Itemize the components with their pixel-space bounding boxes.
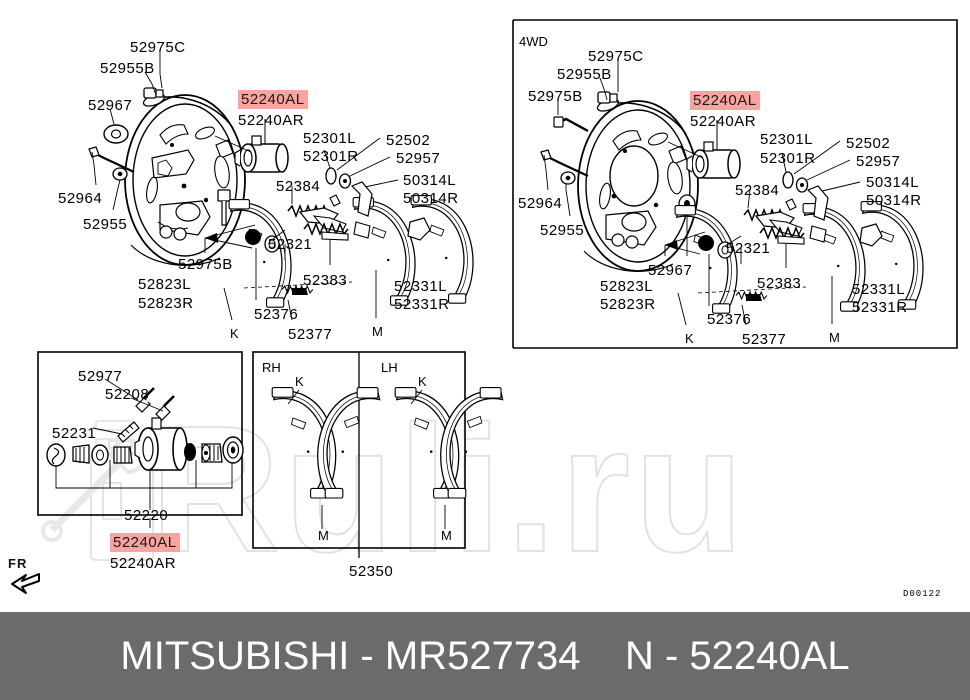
label-52383-left: 52383 — [303, 272, 348, 289]
label-52964-right: 52964 — [518, 195, 563, 212]
label-52240al-left-highlighted: 52240AL — [238, 90, 308, 109]
label-52383-right: 52383 — [757, 275, 802, 292]
label-52967-right: 52967 — [648, 262, 693, 279]
label-52975b-right: 52975B — [528, 88, 583, 105]
hold-down-52376-4wd — [698, 235, 714, 251]
diagram-code: D00122 — [903, 589, 942, 599]
label-52957-right: 52957 — [856, 153, 901, 170]
label-52240al-right-highlighted: 52240AL — [690, 91, 760, 110]
label-52955b-right: 52955B — [557, 66, 612, 83]
diagram-line-art — [37, 19, 958, 558]
bleeder-screw-52977 — [135, 387, 157, 413]
footer-bar: MITSUBISHI - MR527734 N - 52240AL — [0, 612, 970, 700]
label-52502-left: 52502 — [386, 132, 431, 149]
panel-border-shoe-kit — [252, 351, 466, 558]
label-52301r-left: 52301R — [303, 148, 359, 165]
label-52240ar-right: 52240AR — [690, 113, 757, 130]
label-52502-right: 52502 — [846, 135, 891, 152]
label-52823l-right: 52823L — [600, 278, 654, 295]
label-52384-left: 52384 — [276, 178, 321, 195]
label-52240al-cylinder-highlighted: 52240AL — [110, 533, 180, 552]
label-52331r-right: 52331R — [852, 299, 908, 316]
label-52331r-left: 52331R — [394, 296, 450, 313]
label-52376-right: 52376 — [707, 311, 752, 328]
footer-title: MITSUBISHI - MR527734 N - 52240AL — [120, 633, 850, 678]
label-50314r-left: 50314R — [403, 190, 459, 207]
label-52301r-right: 52301R — [760, 150, 816, 167]
label-50314l-right: 50314L — [866, 174, 920, 191]
label-rh: RH — [262, 360, 281, 375]
label-52377-left: 52377 — [288, 326, 333, 343]
parking-lever-2wd — [350, 181, 373, 217]
assembly-2wd — [88, 51, 474, 321]
label-52350: 52350 — [349, 563, 394, 580]
wheel-cylinder-4wd — [686, 141, 741, 179]
label-52977: 52977 — [78, 368, 123, 385]
label-m-left: M — [372, 324, 383, 339]
label-52964-left: 52964 — [58, 190, 103, 207]
label-m-rh: M — [318, 528, 329, 543]
label-k-rh: K — [295, 374, 304, 389]
adjuster-assembly-2wd — [287, 194, 349, 241]
label-52955b-left: 52955B — [100, 60, 155, 77]
label-52823r-left: 52823R — [138, 295, 194, 312]
label-52967-left: 52967 — [88, 97, 133, 114]
label-52331l-right: 52331L — [852, 281, 906, 298]
fr-arrow-icon — [11, 573, 40, 594]
label-k-left: K — [230, 326, 239, 341]
leader-lines-left-4wd — [543, 60, 688, 256]
label-52240ar-cylinder: 52240AR — [110, 555, 177, 572]
washer-52502-4wd — [782, 171, 794, 189]
label-52384-right: 52384 — [735, 182, 780, 199]
label-50314l-left: 50314L — [403, 172, 457, 189]
screw-52231 — [117, 421, 140, 443]
label-52377-right: 52377 — [742, 331, 787, 348]
label-52220: 52220 — [124, 507, 169, 524]
wheel-cylinder-2wd — [234, 135, 289, 173]
front-direction-indicator: FR — [8, 556, 42, 602]
label-k-right: K — [685, 331, 694, 346]
label-52376-left: 52376 — [254, 306, 299, 323]
hardware-left-2wd — [88, 87, 166, 181]
label-m-lh: M — [441, 528, 452, 543]
label-52823l-left: 52823L — [138, 276, 192, 293]
label-52301l-left: 52301L — [303, 130, 357, 147]
assembly-4wd — [540, 60, 924, 326]
bolt-52975b-2wd — [217, 189, 231, 226]
leader-lines-left-2wd — [91, 51, 186, 268]
label-52955-right: 52955 — [540, 222, 585, 239]
hold-down-52376-2wd — [245, 229, 261, 245]
label-m-right: M — [829, 330, 840, 345]
fr-label: FR — [8, 556, 28, 571]
washer-52502-2wd — [325, 167, 337, 185]
label-52321-right: 52321 — [726, 240, 771, 257]
label-52957-left: 52957 — [396, 150, 441, 167]
label-4wd-title: 4WD — [519, 34, 548, 49]
label-52240ar-left: 52240AR — [238, 112, 305, 129]
label-50314r-right: 50314R — [866, 192, 922, 209]
label-52823r-right: 52823R — [600, 296, 656, 313]
label-52955-left: 52955 — [83, 216, 128, 233]
label-52208: 52208 — [105, 386, 150, 403]
panel-border-4wd — [512, 19, 958, 349]
adjuster-assembly-4wd — [743, 198, 805, 245]
label-52301l-right: 52301L — [760, 131, 814, 148]
label-52975b-left: 52975B — [178, 256, 233, 273]
label-52975c-right: 52975C — [588, 48, 644, 65]
label-52231: 52231 — [52, 425, 97, 442]
label-52321-left: 52321 — [268, 236, 313, 253]
shoe-kit-exploded — [271, 386, 504, 558]
panel-border-wheel-cylinder — [37, 351, 243, 516]
label-52975c-left: 52975C — [130, 39, 186, 56]
label-k-lh: K — [418, 374, 427, 389]
label-52331l-left: 52331L — [394, 278, 448, 295]
bleeder-screw-52208 — [155, 395, 175, 421]
label-lh: LH — [381, 360, 398, 375]
